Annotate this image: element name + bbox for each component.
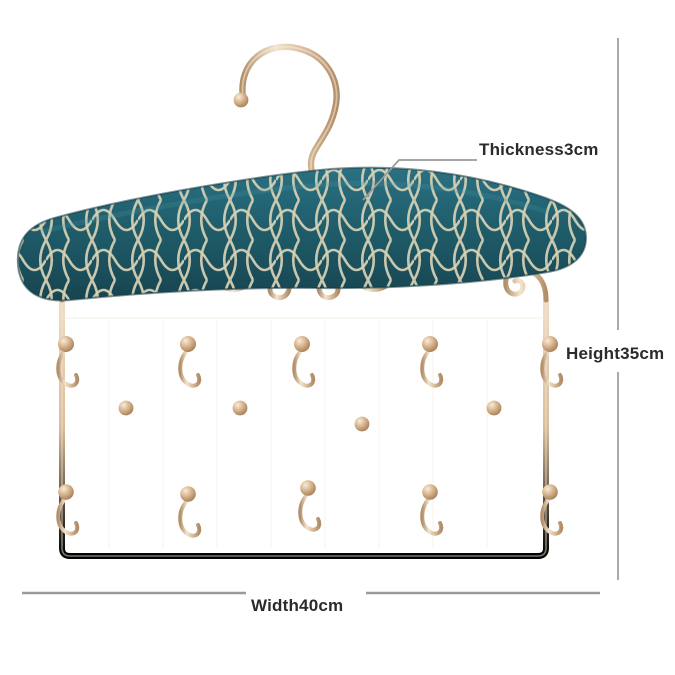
swan-neck-hook <box>233 43 340 184</box>
padded-fabric-shoulder <box>16 166 588 302</box>
upper-hook-row <box>56 350 564 388</box>
thickness-label: Thickness3cm <box>479 140 599 159</box>
dimension-lines <box>22 38 619 595</box>
lower-hook-row <box>56 494 564 538</box>
width-label: Width40cm <box>251 596 344 615</box>
vertical-bars <box>107 315 491 553</box>
thickness-leader-line <box>362 159 477 201</box>
upper-hook-beads <box>58 336 558 352</box>
decorative-beads-mid <box>118 400 502 432</box>
height-label: Height35cm <box>566 344 665 363</box>
lower-hook-beads <box>58 480 558 502</box>
scrollwork-rack-frame <box>56 258 564 559</box>
hook-ball-tip <box>233 92 249 108</box>
